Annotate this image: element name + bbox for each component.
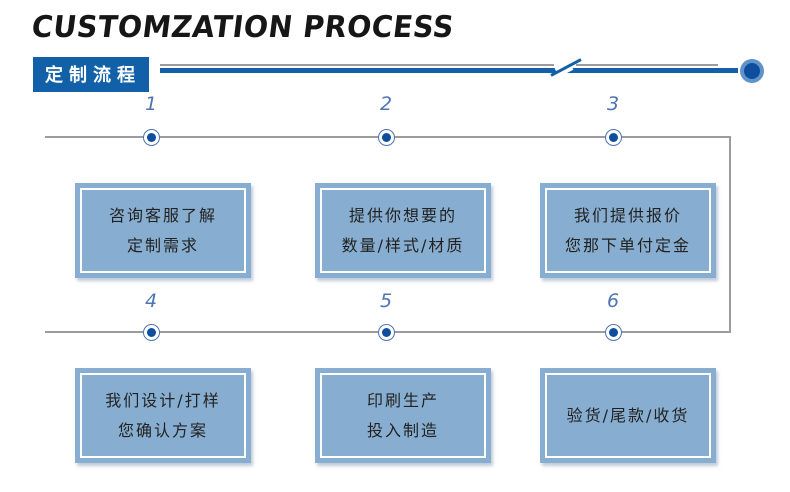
step-box-5-frame: 印刷生产 投入制造 <box>320 373 486 458</box>
header-accent-line <box>160 68 738 73</box>
step-node-icon <box>378 324 395 341</box>
step-box-1-line-1: 咨询客服了解 <box>108 205 217 225</box>
section-badge: 定制流程 <box>33 57 149 92</box>
step-box-5-line-1: 印刷生产 <box>366 390 439 410</box>
step-box-4-line-2: 您确认方案 <box>117 420 208 440</box>
step-box-6-frame: 验货/尾款/收货 <box>545 373 711 458</box>
step-box-3-line-1: 我们提供报价 <box>573 205 682 225</box>
step-box-6-line-1: 验货/尾款/收货 <box>566 405 690 425</box>
step-number-2: 2 <box>379 93 393 115</box>
step-box-2: 提供你想要的 数量/样式/材质 <box>315 183 491 278</box>
step-number-5: 5 <box>379 290 393 312</box>
step-number-4: 4 <box>144 290 158 312</box>
step-box-6: 验货/尾款/收货 <box>540 368 716 463</box>
step-node-core <box>147 328 156 337</box>
step-node-core <box>609 133 618 142</box>
header-end-dot-core <box>744 63 760 79</box>
step-box-3-line-2: 您那下单付定金 <box>564 235 691 255</box>
step-box-4-frame: 我们设计/打样 您确认方案 <box>80 373 246 458</box>
step-box-1-line-2: 定制需求 <box>126 235 199 255</box>
step-node-icon <box>143 129 160 146</box>
step-box-1-frame: 咨询客服了解 定制需求 <box>80 188 246 273</box>
step-box-4: 我们设计/打样 您确认方案 <box>75 368 251 463</box>
step-box-1: 咨询客服了解 定制需求 <box>75 183 251 278</box>
header-end-dot-icon <box>740 59 764 83</box>
step-node-icon <box>605 129 622 146</box>
step-node-core <box>382 328 391 337</box>
step-node-icon <box>605 324 622 341</box>
header-thin-line-left <box>160 64 554 66</box>
step-number-6: 6 <box>606 290 620 312</box>
page-title: CUSTOMZATION PROCESS <box>29 10 456 45</box>
step-box-4-line-1: 我们设计/打样 <box>105 390 221 410</box>
step-box-2-line-2: 数量/样式/材质 <box>341 235 465 255</box>
step-node-core <box>609 328 618 337</box>
step-number-1: 1 <box>144 93 158 115</box>
step-number-3: 3 <box>606 93 620 115</box>
step-node-icon <box>143 324 160 341</box>
step-box-3: 我们提供报价 您那下单付定金 <box>540 183 716 278</box>
header-thin-line-right <box>576 64 718 66</box>
step-box-5: 印刷生产 投入制造 <box>315 368 491 463</box>
step-node-core <box>147 133 156 142</box>
step-node-core <box>382 133 391 142</box>
step-box-2-frame: 提供你想要的 数量/样式/材质 <box>320 188 486 273</box>
step-box-5-line-2: 投入制造 <box>366 420 439 440</box>
step-box-3-frame: 我们提供报价 您那下单付定金 <box>545 188 711 273</box>
step-box-2-line-1: 提供你想要的 <box>348 205 457 225</box>
step-node-icon <box>378 129 395 146</box>
